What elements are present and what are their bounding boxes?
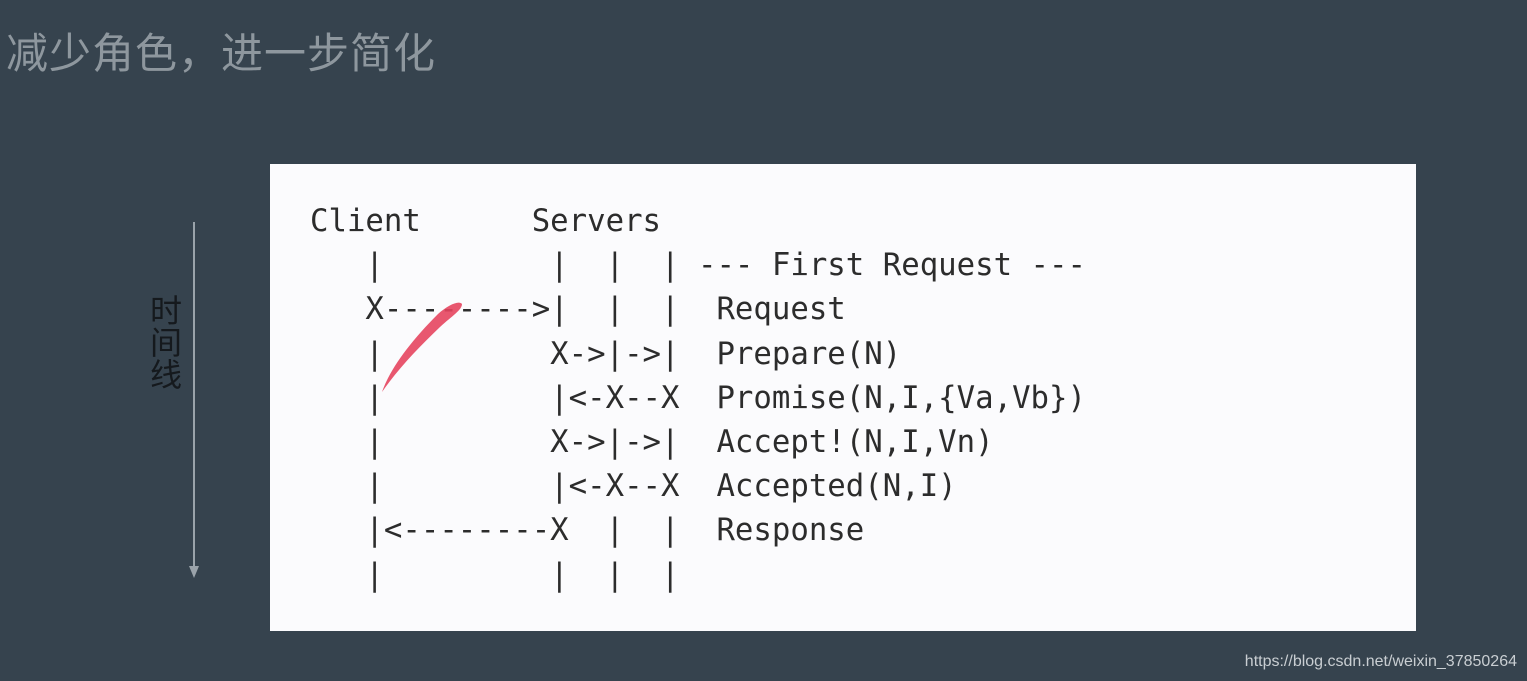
slide-title: 减少角色，进一步简化 (6, 29, 437, 78)
timeline-label: 时间线 (145, 294, 183, 390)
diagram-row-prepare: | X->|->| Prepare(N) (310, 336, 902, 372)
diagram-row-first-request: | | | | --- First Request --- (310, 248, 1086, 284)
diagram-header-row: Client Servers (310, 204, 662, 239)
watermark: https://blog.csdn.net/weixin_37850264 (1244, 653, 1517, 670)
diagram-row-end: | | | | (310, 557, 680, 593)
sequence-diagram: Client Servers | | | | --- First Request… (310, 200, 1086, 598)
diagram-row-request: X-------->| | | Request (310, 292, 846, 328)
diagram-row-accept: | X->|->| Accept!(N,I,Vn) (310, 425, 994, 461)
diagram-row-accepted: | |<-X--X Accepted(N,I) (310, 469, 957, 505)
timeline-arrow-down-icon (189, 566, 199, 578)
diagram-panel: Client Servers | | | | --- First Request… (270, 164, 1416, 631)
timeline-axis (193, 222, 195, 568)
diagram-row-promise: | |<-X--X Promise(N,I,{Va,Vb}) (310, 380, 1086, 416)
diagram-row-response: |<--------X | | Response (310, 513, 865, 549)
timeline: 时间线 (140, 222, 240, 582)
